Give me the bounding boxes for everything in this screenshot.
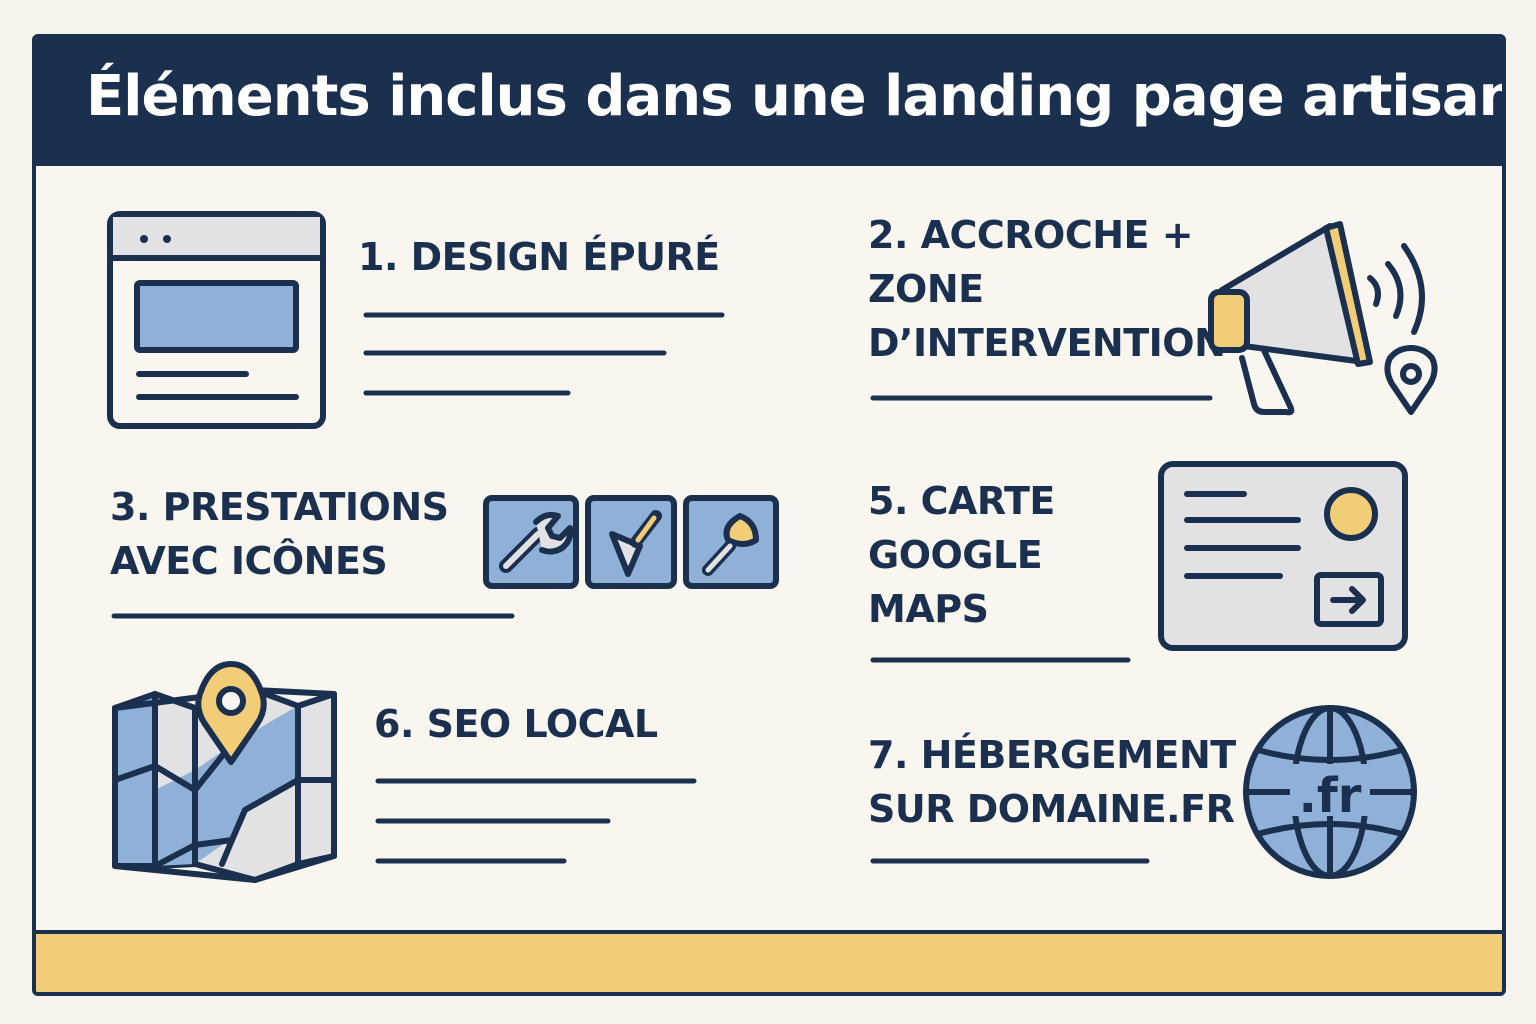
item-design-line-1: 1. DESIGN ÉPURÉ [358,235,720,279]
arrow-right-icon [1314,572,1384,627]
globe-label: .fr [1299,768,1362,824]
page-title: Éléments inclus dans une landing page ar… [86,64,1506,129]
item-prestations-line-2: AVEC ICÔNES [110,539,388,583]
item-design-title: 1. DESIGN ÉPURÉ [358,230,720,284]
service-icons-row [483,495,779,589]
header-bar: Éléments inclus dans une landing page ar… [36,38,1502,166]
location-pin-icon [1384,345,1438,415]
item-accroche-line-2: ZONE [868,267,984,311]
item-accroche-line-1: 2. ACCROCHE + [868,213,1194,257]
globe-icon [1243,705,1417,879]
contact-card-icon [1158,461,1408,651]
wrench-icon [499,511,574,573]
item-accroche-title: 2. ACCROCHE + ZONE D’INTERVENTION [868,208,1226,370]
trowel-icon [609,510,662,577]
item-seo-title: 6. SEO LOCAL [374,697,658,751]
item-hebergement-line-2: SUR DOMAINE.FR [868,787,1235,831]
item-hebergement-line-1: 7. HÉBERGEMENT [868,733,1236,777]
item-hebergement-title: 7. HÉBERGEMENT SUR DOMAINE.FR [868,728,1236,836]
map-pin-icon [195,661,267,765]
placeholder-lines [111,312,1213,864]
item-carte-line-1: 5. CARTE [868,479,1055,523]
footer-band [36,930,1502,992]
item-prestations-line-1: 3. PRESTATIONS [110,485,449,529]
item-prestations-title: 3. PRESTATIONS AVEC ICÔNES [110,480,449,588]
megaphone-icon [1208,221,1425,416]
item-accroche-line-3: D’INTERVENTION [868,321,1226,365]
item-carte-title: 5. CARTE GOOGLE MAPS [868,474,1055,636]
browser-window-icon [107,211,326,429]
item-seo-line-1: 6. SEO LOCAL [374,702,658,746]
item-carte-line-3: MAPS [868,587,989,631]
plunger-icon [702,513,759,576]
item-carte-line-2: GOOGLE [868,533,1043,577]
